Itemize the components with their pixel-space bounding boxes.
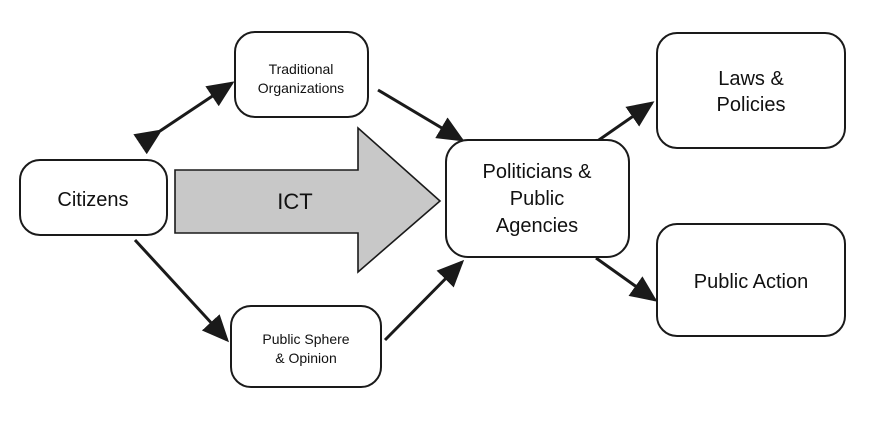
node-traditional-organizations: Traditional Organizations xyxy=(234,31,369,118)
node-laws-policies-box xyxy=(656,32,846,149)
node-public-sphere: Public Sphere & Opinion xyxy=(230,305,382,388)
node-traditional-organizations-line-2: Organizations xyxy=(258,80,344,96)
arrow-politicians-public-action xyxy=(595,256,658,302)
node-traditional-organizations-line-1: Traditional xyxy=(269,61,334,77)
node-laws-policies: Laws & Policies xyxy=(656,32,846,149)
node-politicians-line-2: Public xyxy=(510,188,564,210)
ict-arrow-shape xyxy=(174,126,442,274)
node-public-action: Public Action xyxy=(656,223,846,337)
node-politicians: Politicians & Public Agencies xyxy=(445,139,630,258)
node-public-sphere-line-1: Public Sphere xyxy=(262,331,349,347)
node-politicians-box xyxy=(445,139,630,258)
node-politicians-line-1: Politicians & xyxy=(483,161,593,183)
node-laws-policies-line-1: Laws & xyxy=(718,68,784,90)
arrow-citizens-public-sphere xyxy=(133,238,230,343)
node-traditional-organizations-box xyxy=(234,31,369,118)
arrow-politicians-laws xyxy=(595,101,655,144)
node-public-action-label: Public Action xyxy=(694,271,809,293)
node-laws-policies-line-2: Policies xyxy=(717,94,786,116)
node-politicians-line-3: Agencies xyxy=(496,215,578,237)
node-public-sphere-line-2: & Opinion xyxy=(275,350,336,366)
node-public-sphere-box xyxy=(230,305,382,388)
node-citizens-box xyxy=(19,159,168,236)
ict-label: ICT xyxy=(277,189,312,214)
node-citizens-label: Citizens xyxy=(57,189,128,211)
node-public-action-box xyxy=(656,223,846,337)
node-citizens: Citizens xyxy=(19,159,168,236)
arrow-public-sphere-politicians xyxy=(383,259,465,342)
ict-arrow: ICT xyxy=(174,126,442,274)
arrow-citizens-traditional xyxy=(133,81,235,155)
arrow-traditional-politicians xyxy=(377,88,465,142)
